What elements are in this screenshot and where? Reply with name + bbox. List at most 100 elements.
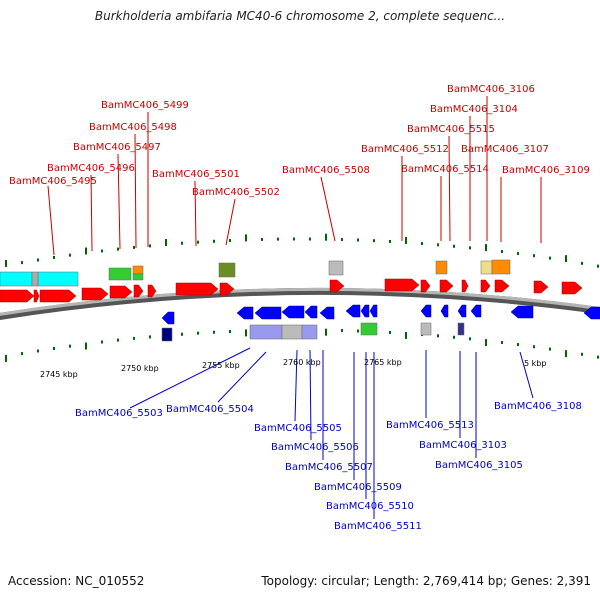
scale-label-2760: 2760 kbp [283,358,321,367]
label-BamMC406_5512[interactable]: BamMC406_5512 [361,144,449,155]
cyan-feature [0,271,33,287]
reverse-connector [129,347,251,409]
forward-gene-arrow [494,279,510,293]
forward-gene-arrow [439,279,454,293]
forward-gene-arrow [39,289,77,303]
accession-text: Accession: NC_010552 [8,574,145,588]
lavender-feature [249,324,283,340]
tick-marks-top [5,233,599,268]
tan-feature [480,260,493,275]
forward-connector [194,180,197,247]
forward-gene-arrow [480,279,491,293]
scale-label-5kbp: 5 kbp [524,359,546,368]
label-BamMC406_5511[interactable]: BamMC406_5511 [334,521,422,532]
reverse-gene-arrow [281,305,305,319]
label-BamMC406_3106[interactable]: BamMC406_3106 [447,84,535,95]
scale-label-2755: 2755 kbp [202,361,240,370]
reverse-gene-arrow [254,306,282,320]
label-BamMC406_3105[interactable]: BamMC406_3105 [435,460,523,471]
forward-connector [225,198,236,246]
reverse-gene-arrow [470,304,482,318]
forward-gene-arrow [329,279,345,293]
forward-gene-arrow [175,282,219,296]
forward-gene-arrow [33,289,40,303]
reverse-gene-arrow [161,311,175,325]
forward-connector [134,133,137,249]
label-BamMC406_3103[interactable]: BamMC406_3103 [419,440,507,451]
label-BamMC406_5513[interactable]: BamMC406_5513 [386,420,474,431]
forward-genes [0,278,583,303]
feature-tracks [0,259,511,342]
label-BamMC406_5499[interactable]: BamMC406_5499 [101,100,189,111]
grey-feature [420,322,432,336]
forward-gene-arrow [384,278,420,292]
map-title: Burkholderia ambifaria MC40-6 chromosome… [94,9,506,23]
forward-connector [90,174,93,252]
reverse-gene-arrow [369,304,378,318]
label-BamMC406_5498[interactable]: BamMC406_5498 [89,122,177,133]
reverse-connector [294,349,298,422]
forward-gene-arrow [561,281,583,295]
label-BamMC406_3108[interactable]: BamMC406_3108 [494,401,582,412]
label-BamMC406_5496[interactable]: BamMC406_5496 [47,163,135,174]
label-BamMC406_5497[interactable]: BamMC406_5497 [73,142,161,153]
label-BamMC406_5502[interactable]: BamMC406_5502 [192,187,280,198]
orange-feature [491,259,511,275]
reverse-gene-arrow [236,306,254,320]
orange-feature [435,260,448,275]
forward-gene-arrow [147,284,157,298]
scale-label-2765: 2765 kbp [364,358,402,367]
label-BamMC406_5507[interactable]: BamMC406_5507 [285,462,373,473]
navy-feature [457,322,465,336]
navy-feature [161,327,173,342]
backbone-shadow [0,287,600,320]
label-BamMC406_5509[interactable]: BamMC406_5509 [314,482,402,493]
label-BamMC406_3104[interactable]: BamMC406_3104 [430,104,518,115]
label-BamMC406_5506[interactable]: BamMC406_5506 [271,442,359,453]
label-BamMC406_5495[interactable]: BamMC406_5495 [9,176,97,187]
forward-connector [117,153,121,250]
label-BamMC406_5504[interactable]: BamMC406_5504 [166,404,254,415]
label-BamMC406_5508[interactable]: BamMC406_5508 [282,165,370,176]
label-BamMC406_3109[interactable]: BamMC406_3109 [502,165,590,176]
forward-connector [320,176,336,242]
label-BamMC406_5503[interactable]: BamMC406_5503 [75,408,163,419]
forward-gene-arrow [81,287,109,301]
forward-gene-arrow [533,280,549,294]
reverse-connector [309,349,312,441]
reverse-gene-arrow [304,305,318,319]
grey-feature [281,324,303,340]
label-BamMC406_5514[interactable]: BamMC406_5514 [401,164,489,175]
green-feature [360,322,378,336]
reverse-gene-arrow [360,304,370,318]
scale-label-2750: 2750 kbp [121,364,159,373]
forward-gene-arrow [0,289,35,303]
reverse-connector [217,351,267,403]
green-feature [108,267,132,281]
orange-feature [132,265,144,275]
label-BamMC406_3107[interactable]: BamMC406_3107 [461,144,549,155]
label-BamMC406_5501[interactable]: BamMC406_5501 [152,169,240,180]
label-BamMC406_5515[interactable]: BamMC406_5515 [407,124,495,135]
label-BamMC406_5505[interactable]: BamMC406_5505 [254,423,342,434]
grey-feature [31,271,39,287]
label-BamMC406_5510[interactable]: BamMC406_5510 [326,501,414,512]
reverse-gene-arrow [583,306,600,320]
reverse-gene-arrow [510,305,534,319]
forward-connector [47,185,55,256]
olive-feature [218,262,236,278]
forward-gene-arrow [420,279,431,293]
summary-text: Topology: circular; Length: 2,769,414 bp… [261,574,591,588]
forward-gene-arrow [109,285,133,299]
lavender-feature [301,324,318,340]
green-feature [132,273,144,281]
forward-label-lines [47,96,542,256]
grey-feature [328,260,344,276]
reverse-gene-arrow [345,304,361,318]
cyan-feature [37,271,79,287]
scale-label-2745: 2745 kbp [40,370,78,379]
reverse-genes [161,304,600,325]
forward-gene-arrow [461,279,469,293]
forward-connector [448,135,451,242]
